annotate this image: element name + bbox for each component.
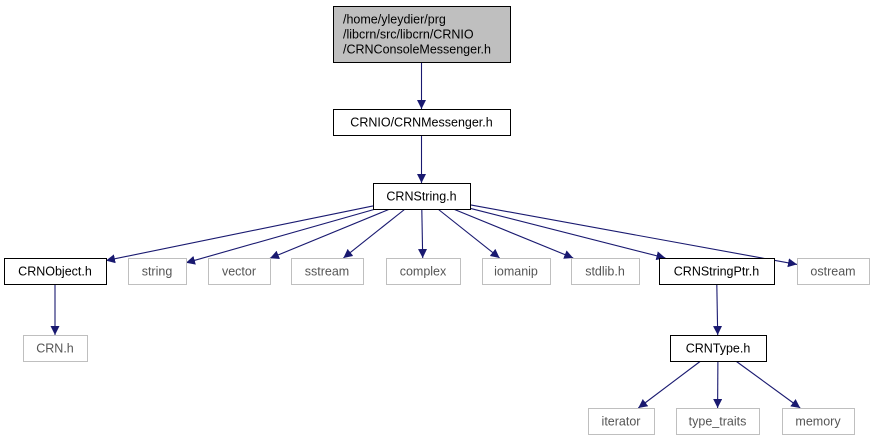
node-box-memory [782,408,855,435]
node-label-root-line-1: /libcrn/src/libcrn/CRNIO [343,28,474,42]
node-crnmessenger[interactable]: CRNIO/CRNMessenger.h [333,109,511,136]
node-label-string-line-0: string [142,265,173,279]
node-label-crnstringptr-line-0: CRNStringPtr.h [674,265,759,279]
node-type_traits: type_traits [676,408,760,435]
edge-crnstring-to-crnstringptr [469,207,666,261]
nodes-layer: /home/yleydier/prg/libcrn/src/libcrn/CRN… [4,6,870,435]
node-label-sstream-line-0: sstream [305,265,349,279]
node-label-crn-line-0: CRN.h [36,342,74,356]
node-box-crnstringptr [659,258,775,285]
node-label-iterator-line-0: iterator [602,415,641,429]
node-vector: vector [208,258,271,285]
edge-crnstring-to-iomanip [437,208,500,259]
node-label-type_traits-line-0: type_traits [689,415,747,429]
node-label-iomanip-line-0: iomanip [494,265,538,279]
node-box-type_traits [676,408,760,435]
node-memory: memory [782,408,855,435]
edge-crnstring-to-ostream [469,204,798,268]
node-box-crnobject [4,258,107,285]
edge-crnstring-to-sstream [343,208,406,259]
node-box-ostream [797,258,870,285]
edge-crnstring-to-string [185,208,376,265]
node-box-crnstring [373,183,471,210]
node-box-vector [208,258,271,285]
node-stdlib: stdlib.h [571,258,640,285]
node-label-crnmessenger-line-0: CRNIO/CRNMessenger.h [350,116,492,130]
edge-crnstringptr-to-crntype [713,283,723,336]
node-box-crn [23,335,88,362]
node-complex: complex [386,258,461,285]
node-box-sstream [291,258,364,285]
node-box-iomanip [482,258,551,285]
node-label-crnobject-line-0: CRNObject.h [18,265,92,279]
node-label-root-line-2: /CRNConsoleMessenger.h [343,43,491,57]
edge-crntype-to-iterator [637,360,702,409]
edges-layer [50,62,801,409]
edge-crntype-to-memory [735,360,801,409]
node-box-stdlib [571,258,640,285]
node-label-stdlib-line-0: stdlib.h [585,265,625,279]
edge-crnstring-to-stdlib [453,208,574,259]
node-box-iterator [588,408,655,435]
node-label-crntype-line-0: CRNType.h [686,342,751,356]
edge-crnstring-to-complex [418,208,428,259]
node-crnstring[interactable]: CRNString.h [373,183,471,210]
node-label-complex-line-0: complex [400,265,447,279]
edge-crnstring-to-crnobject [105,205,374,264]
node-label-crnstring-line-0: CRNString.h [386,190,456,204]
node-box-complex [386,258,461,285]
node-box-crntype [670,335,767,362]
node-crnobject[interactable]: CRNObject.h [4,258,107,285]
node-label-ostream-line-0: ostream [810,265,855,279]
node-box-string [128,258,187,285]
node-sstream: sstream [291,258,364,285]
node-label-root-line-0: /home/yleydier/prg [343,13,446,27]
edge-crnstring-to-vector [269,208,391,260]
node-root[interactable]: /home/yleydier/prg/libcrn/src/libcrn/CRN… [333,6,511,63]
node-box-root [333,6,511,63]
node-ostream: ostream [797,258,870,285]
node-label-vector-line-0: vector [222,265,256,279]
node-iterator: iterator [588,408,655,435]
node-label-memory-line-0: memory [795,415,841,429]
node-crntype[interactable]: CRNType.h [670,335,767,362]
node-crn: CRN.h [23,335,88,362]
node-box-crnmessenger [333,109,511,136]
node-string: string [128,258,187,285]
node-crnstringptr[interactable]: CRNStringPtr.h [659,258,775,285]
node-iomanip: iomanip [482,258,551,285]
